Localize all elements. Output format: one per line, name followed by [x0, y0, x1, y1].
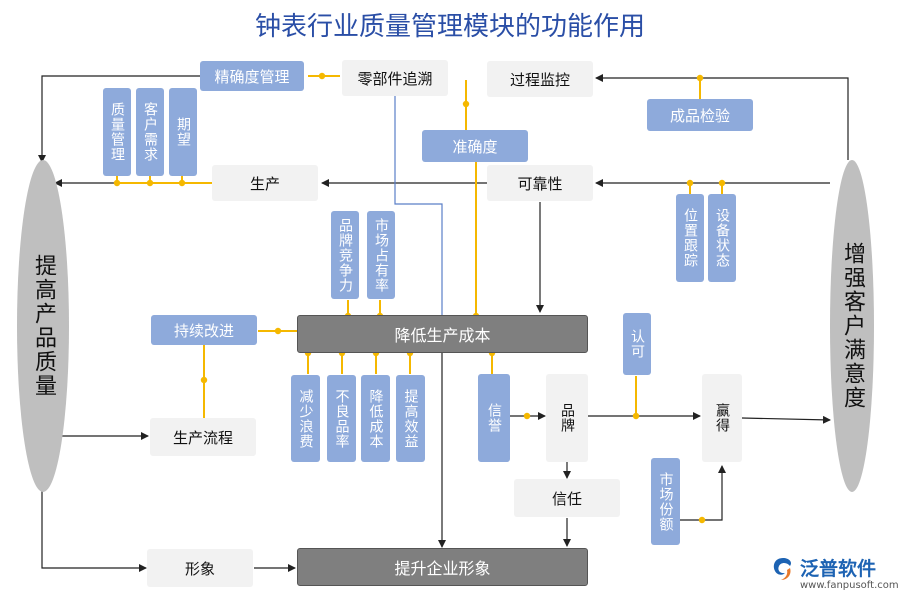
- node-trust: 信任: [514, 479, 620, 517]
- node-improve-eff: 提高效益: [396, 375, 425, 462]
- node-precision-mgmt: 精确度管理: [200, 61, 304, 91]
- node-reputation: 信誉: [478, 374, 510, 462]
- left-ellipse-goal: 提高产品质量: [17, 160, 69, 492]
- brand-logo: 泛普软件 www.fanpusoft.com: [770, 554, 899, 596]
- right-ellipse-goal: 增强客户满意度: [830, 160, 874, 492]
- node-market-share: 市场占有率: [367, 211, 395, 299]
- node-process-monitor: 过程监控: [487, 61, 593, 97]
- node-production-flow: 生产流程: [150, 418, 256, 456]
- logo-url: www.fanpusoft.com: [800, 580, 899, 591]
- node-reliability: 可靠性: [487, 165, 593, 201]
- logo-swirl-icon: [773, 558, 792, 580]
- node-recognition: 认可: [623, 313, 651, 375]
- node-corp-image: 提升企业形象: [297, 548, 588, 586]
- node-market-share2: 市场份额: [651, 458, 680, 545]
- node-equipment-status: 设备状态: [708, 194, 736, 282]
- node-reduce-cost: 降低生产成本: [297, 315, 588, 353]
- node-win: 赢得: [702, 374, 742, 462]
- node-customer-needs: 客户需求: [136, 88, 164, 176]
- diagram-title: 钟表行业质量管理模块的功能作用: [254, 12, 645, 42]
- node-finished-inspect: 成品检验: [647, 99, 753, 131]
- node-continuous-improve: 持续改进: [151, 315, 257, 345]
- node-production: 生产: [212, 165, 318, 201]
- node-image: 形象: [147, 549, 253, 587]
- node-accuracy: 准确度: [422, 130, 528, 162]
- node-brand: 品牌: [546, 374, 588, 462]
- node-lower-cost: 降低成本: [361, 375, 390, 462]
- logo-name: 泛普软件: [800, 558, 877, 580]
- node-defect-rate: 不良品率: [327, 375, 356, 462]
- node-location-track: 位置跟踪: [676, 194, 704, 282]
- node-reduce-waste: 减少浪费: [291, 375, 320, 462]
- node-quality-mgmt: 质量管理: [103, 88, 131, 176]
- node-brand-compete: 品牌竞争力: [331, 211, 359, 299]
- node-parts-trace: 零部件追溯: [342, 60, 448, 96]
- node-expectation: 期望: [169, 88, 197, 176]
